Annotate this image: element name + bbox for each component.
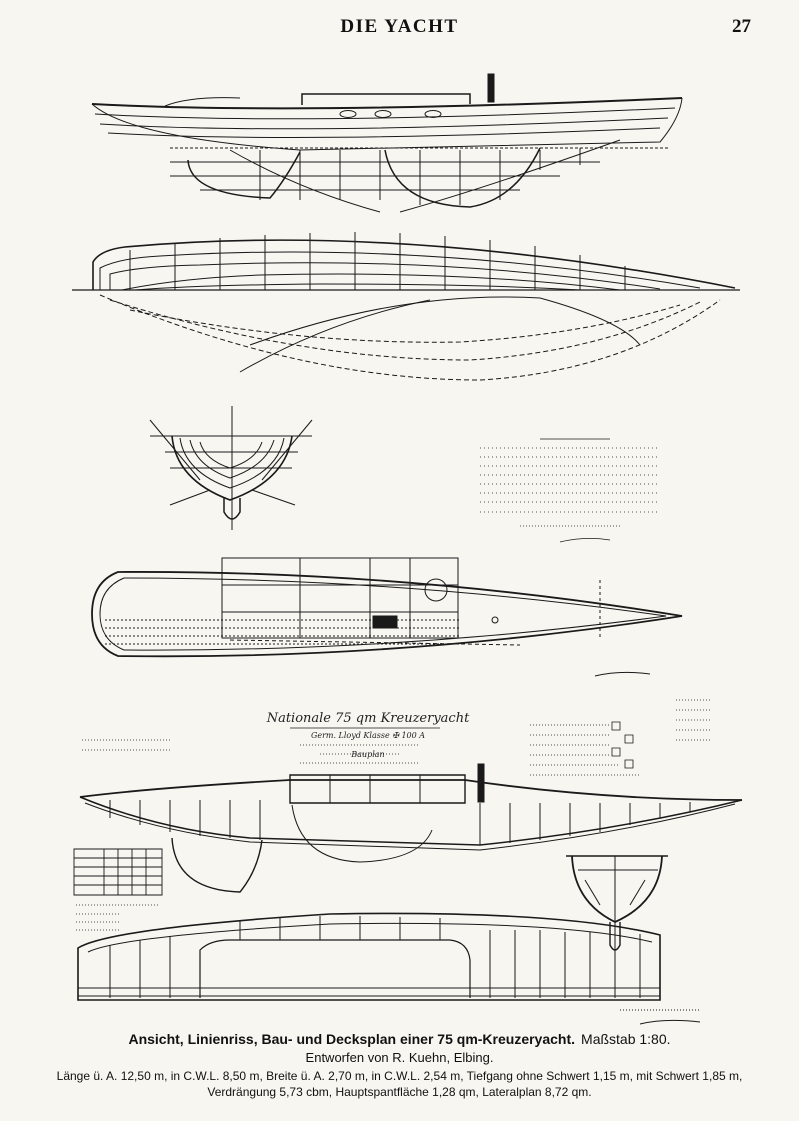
page-number: 27 <box>732 16 751 37</box>
plan-subtitle: Germ. Lloyd Klasse ✠ 100 A <box>311 731 425 740</box>
deck-framing-plan <box>78 913 700 1024</box>
profile-view <box>92 74 682 212</box>
construction-plan <box>80 764 742 892</box>
caption-displacement: Verdrängung 5,73 cbm, Hauptspantfläche 1… <box>207 1085 592 1099</box>
caption-title-text: Ansicht, Linienriss, Bau- und Decksplan … <box>128 1031 576 1047</box>
caption-scale: Maßstab 1:80. <box>581 1031 671 1047</box>
caption-dimensions: Länge ü. A. 12,50 m, in C.W.L. 8,50 m, B… <box>56 1069 743 1083</box>
body-plan <box>150 406 312 530</box>
caption-title: Ansicht, Linienriss, Bau- und Decksplan … <box>0 1031 799 1047</box>
plan-label: Bauplan <box>350 750 384 759</box>
magazine-title: DIE YACHT <box>340 16 459 37</box>
dimensions-table <box>480 439 660 542</box>
legend-block <box>76 700 710 930</box>
scantlings-table <box>74 849 162 895</box>
midship-section <box>566 856 668 952</box>
caption-designer: Entworfen von R. Kuehn, Elbing. <box>305 1050 494 1065</box>
deck-plan <box>92 558 682 676</box>
plan-title: Nationale 75 qm Kreuzeryacht <box>266 711 470 726</box>
lines-plan <box>72 232 740 380</box>
